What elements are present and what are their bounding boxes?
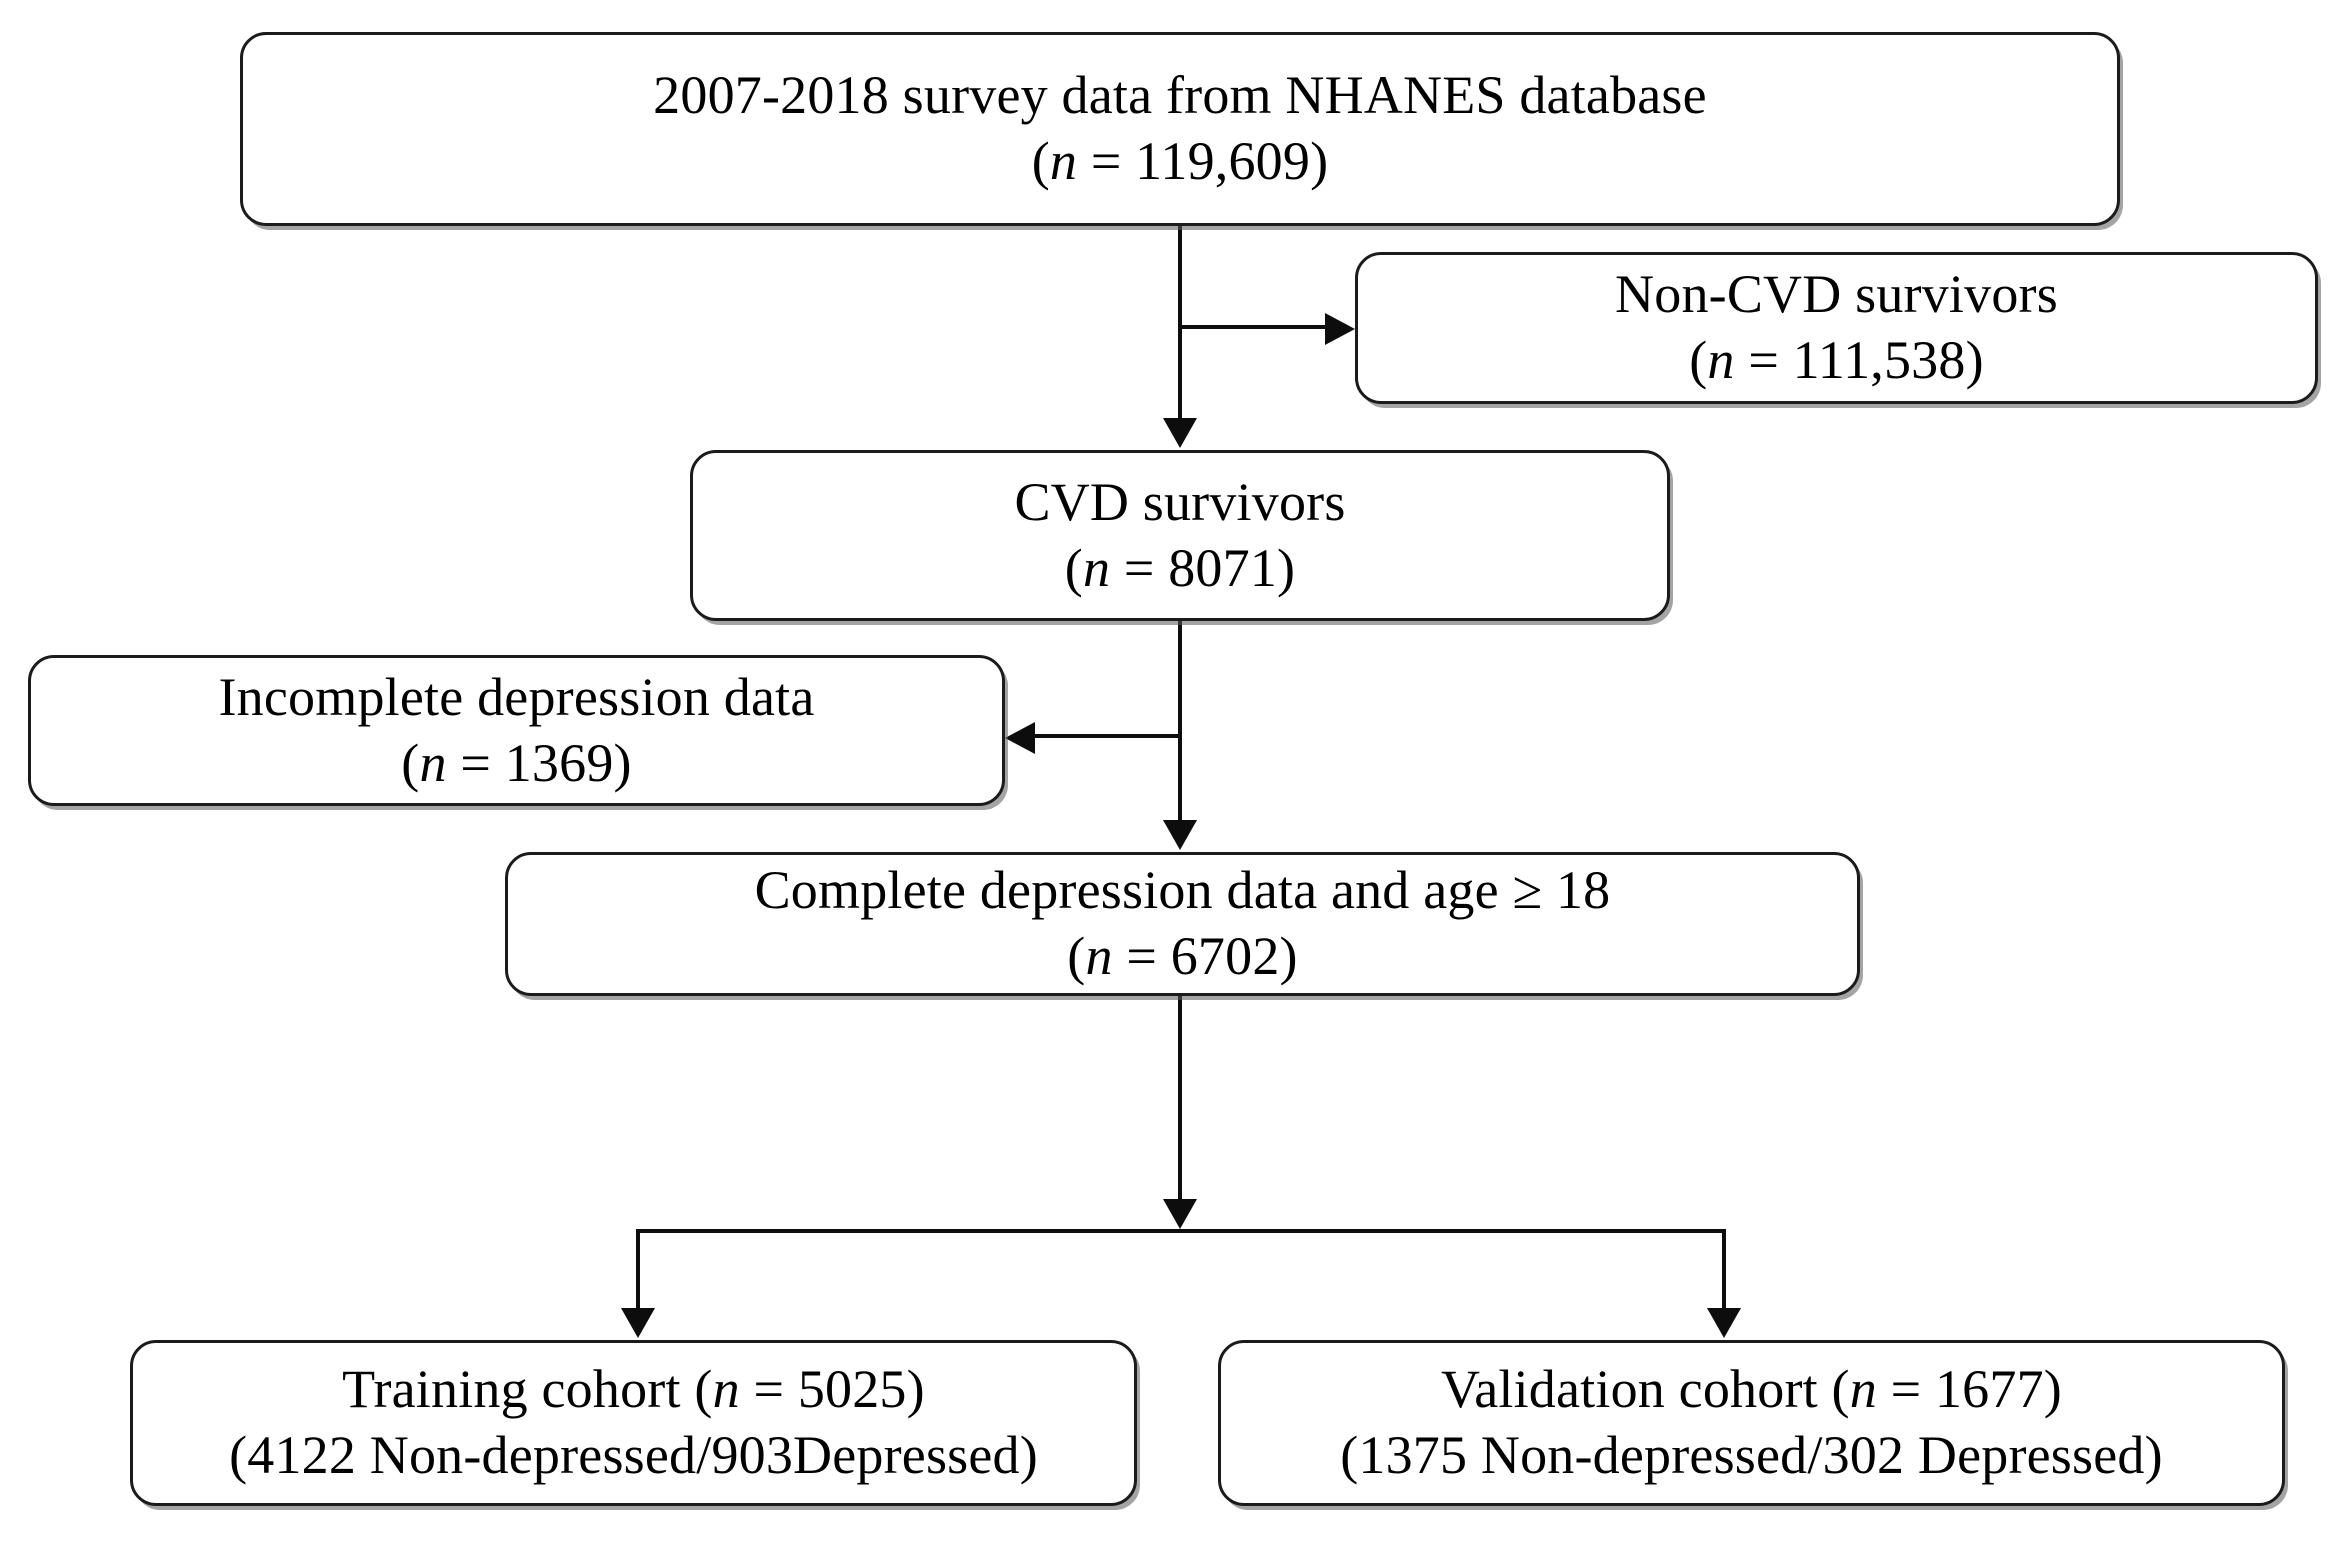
training-cohort-count-value: = 5025) bbox=[739, 1359, 925, 1420]
incomplete-depression-data-box: Incomplete depression data (n = 1369) bbox=[28, 655, 1005, 806]
italic-n-symbol: n bbox=[1085, 926, 1113, 986]
connector-cvd-to-complete bbox=[1178, 620, 1182, 823]
validation-cohort-breakdown: (1375 Non-depressed/302 Depressed) bbox=[1340, 1425, 2163, 1485]
training-cohort-label-pre: Training cohort ( bbox=[342, 1359, 713, 1420]
cvd-survivors-count-value: = 8071 bbox=[1123, 537, 1278, 598]
cvd-survivors-count: (n = 8071) bbox=[1064, 537, 1296, 598]
non-cvd-survivors-box: Non-CVD survivors (n = 111,538) bbox=[1355, 252, 2318, 404]
incomplete-depression-title: Incomplete depression data bbox=[218, 666, 815, 727]
arrowhead-into-complete-box bbox=[1163, 820, 1197, 850]
complete-depression-count: (n = 6702) bbox=[1067, 926, 1298, 986]
italic-n-symbol: n bbox=[1049, 131, 1078, 191]
cvd-survivors-box: CVD survivors (n = 8071) bbox=[690, 450, 1670, 621]
non-cvd-survivors-count-value: = 111,538 bbox=[1748, 330, 1966, 390]
arrowhead-into-fork-bar bbox=[1163, 1199, 1197, 1229]
complete-depression-title: Complete depression data and age ≥ 18 bbox=[754, 860, 1611, 921]
training-cohort-breakdown: (4122 Non-depressed/903Depressed) bbox=[229, 1425, 1038, 1485]
connector-source-to-cvd bbox=[1178, 225, 1182, 421]
non-cvd-survivors-title: Non-CVD survivors bbox=[1615, 264, 2058, 325]
nhanes-source-box: 2007-2018 survey data from NHANES databa… bbox=[240, 32, 2120, 226]
italic-n-symbol: n bbox=[1707, 330, 1735, 390]
arrowhead-into-training-box bbox=[621, 1308, 655, 1338]
connector-cvd-to-incomplete bbox=[1035, 734, 1182, 738]
training-cohort-box: Training cohort (n = 5025) (4122 Non-dep… bbox=[130, 1340, 1137, 1506]
nhanes-source-count-value: = 119,609 bbox=[1090, 131, 1311, 191]
arrowhead-into-cvd-box bbox=[1163, 418, 1197, 448]
italic-n-symbol: n bbox=[1082, 537, 1111, 598]
complete-depression-count-value: = 6702 bbox=[1126, 926, 1280, 986]
incomplete-depression-count: (n = 1369) bbox=[401, 732, 632, 793]
training-cohort-title: Training cohort (n = 5025) bbox=[342, 1357, 925, 1423]
arrowhead-into-non-cvd-box bbox=[1325, 313, 1355, 345]
italic-n-symbol: n bbox=[712, 1359, 740, 1420]
italic-n-symbol: n bbox=[1849, 1359, 1877, 1420]
validation-cohort-label-pre: Validation cohort ( bbox=[1441, 1359, 1850, 1420]
nhanes-source-title: 2007-2018 survey data from NHANES databa… bbox=[653, 65, 1707, 126]
cvd-survivors-title: CVD survivors bbox=[1014, 471, 1346, 532]
connector-source-to-non-cvd bbox=[1180, 325, 1328, 329]
validation-cohort-title: Validation cohort (n = 1677) bbox=[1441, 1357, 2062, 1423]
non-cvd-survivors-count: (n = 111,538) bbox=[1689, 330, 1984, 390]
connector-fork-to-validation bbox=[1722, 1229, 1726, 1311]
italic-n-symbol: n bbox=[419, 732, 447, 793]
arrowhead-into-incomplete-box bbox=[1005, 722, 1035, 754]
connector-fork-to-training bbox=[636, 1229, 640, 1311]
nhanes-source-count: (n = 119,609) bbox=[1031, 131, 1329, 191]
validation-cohort-count-value: = 1677) bbox=[1876, 1359, 2062, 1420]
complete-depression-data-box: Complete depression data and age ≥ 18 (n… bbox=[505, 852, 1860, 996]
arrowhead-into-validation-box bbox=[1707, 1308, 1741, 1338]
incomplete-depression-count-value: = 1369 bbox=[460, 732, 614, 793]
connector-complete-to-fork bbox=[1178, 995, 1182, 1205]
fork-distribution-bar bbox=[636, 1229, 1726, 1233]
validation-cohort-box: Validation cohort (n = 1677) (1375 Non-d… bbox=[1218, 1340, 2285, 1506]
